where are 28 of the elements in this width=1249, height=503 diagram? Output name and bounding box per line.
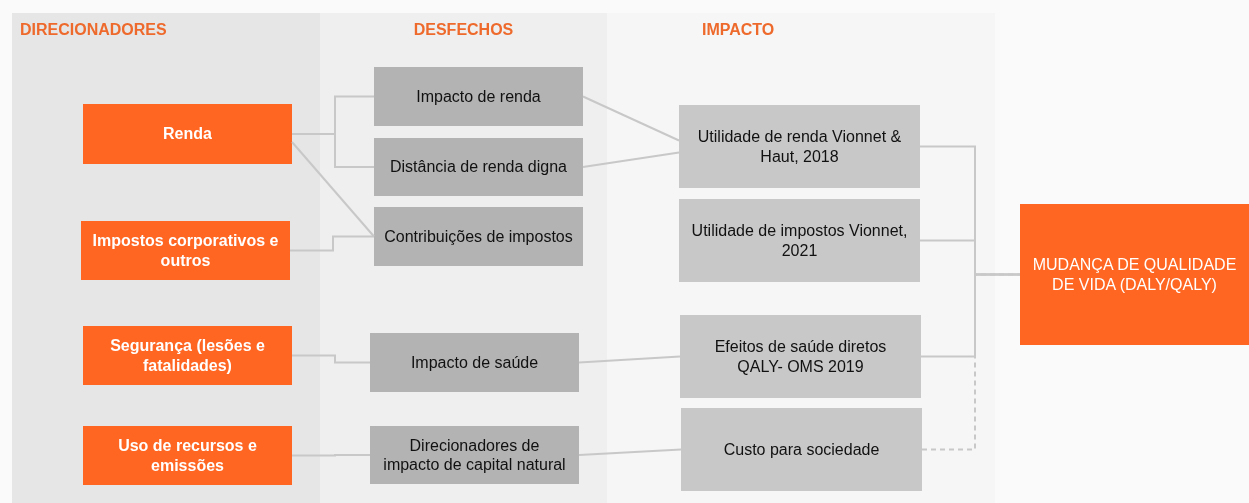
connector-line: [578, 448, 682, 456]
outcome-box: Direcionadores de impacto de capital natural: [370, 426, 579, 484]
column-heading: DESFECHOS: [412, 21, 515, 39]
connector-line: [578, 355, 681, 364]
connector-line: [289, 235, 375, 252]
connector-line: [291, 141, 375, 238]
impact-box: Utilidade de renda Vionnet & Haut, 2018: [679, 105, 920, 188]
driver-box: Renda: [83, 104, 292, 164]
driver-box: Segurança (lesões e fatalidades): [83, 326, 292, 385]
connector-line: [291, 454, 371, 457]
connector-line: [582, 151, 680, 168]
connector-line: [291, 354, 371, 364]
column-heading: DIRECIONADORES: [20, 21, 167, 39]
connector-line: [582, 95, 680, 142]
column-band: [607, 13, 995, 503]
column-heading: IMPACTO: [702, 21, 775, 39]
column-band: [12, 13, 320, 503]
outcome-box: Distância de renda digna: [374, 138, 583, 196]
impact-box: Efeitos de saúde diretos QALY- OMS 2019: [680, 315, 921, 398]
outcome-box: Impacto de saúde: [370, 333, 579, 392]
outcome-box: Contribuições de impostos: [374, 207, 583, 266]
impact-box: Custo para sociedade: [681, 408, 922, 491]
outcome-box: Impacto de renda: [374, 67, 583, 126]
impact-box: Utilidade de impostos Vionnet, 2021: [679, 199, 920, 282]
result-box: MUDANÇA DE QUALIDADE DE VIDA (DALY/QALY): [1020, 204, 1249, 345]
driver-box: Uso de recursos e emissões: [83, 426, 292, 485]
driver-box: Impostos corporativos e outros: [81, 221, 290, 280]
column-band: [320, 13, 607, 503]
